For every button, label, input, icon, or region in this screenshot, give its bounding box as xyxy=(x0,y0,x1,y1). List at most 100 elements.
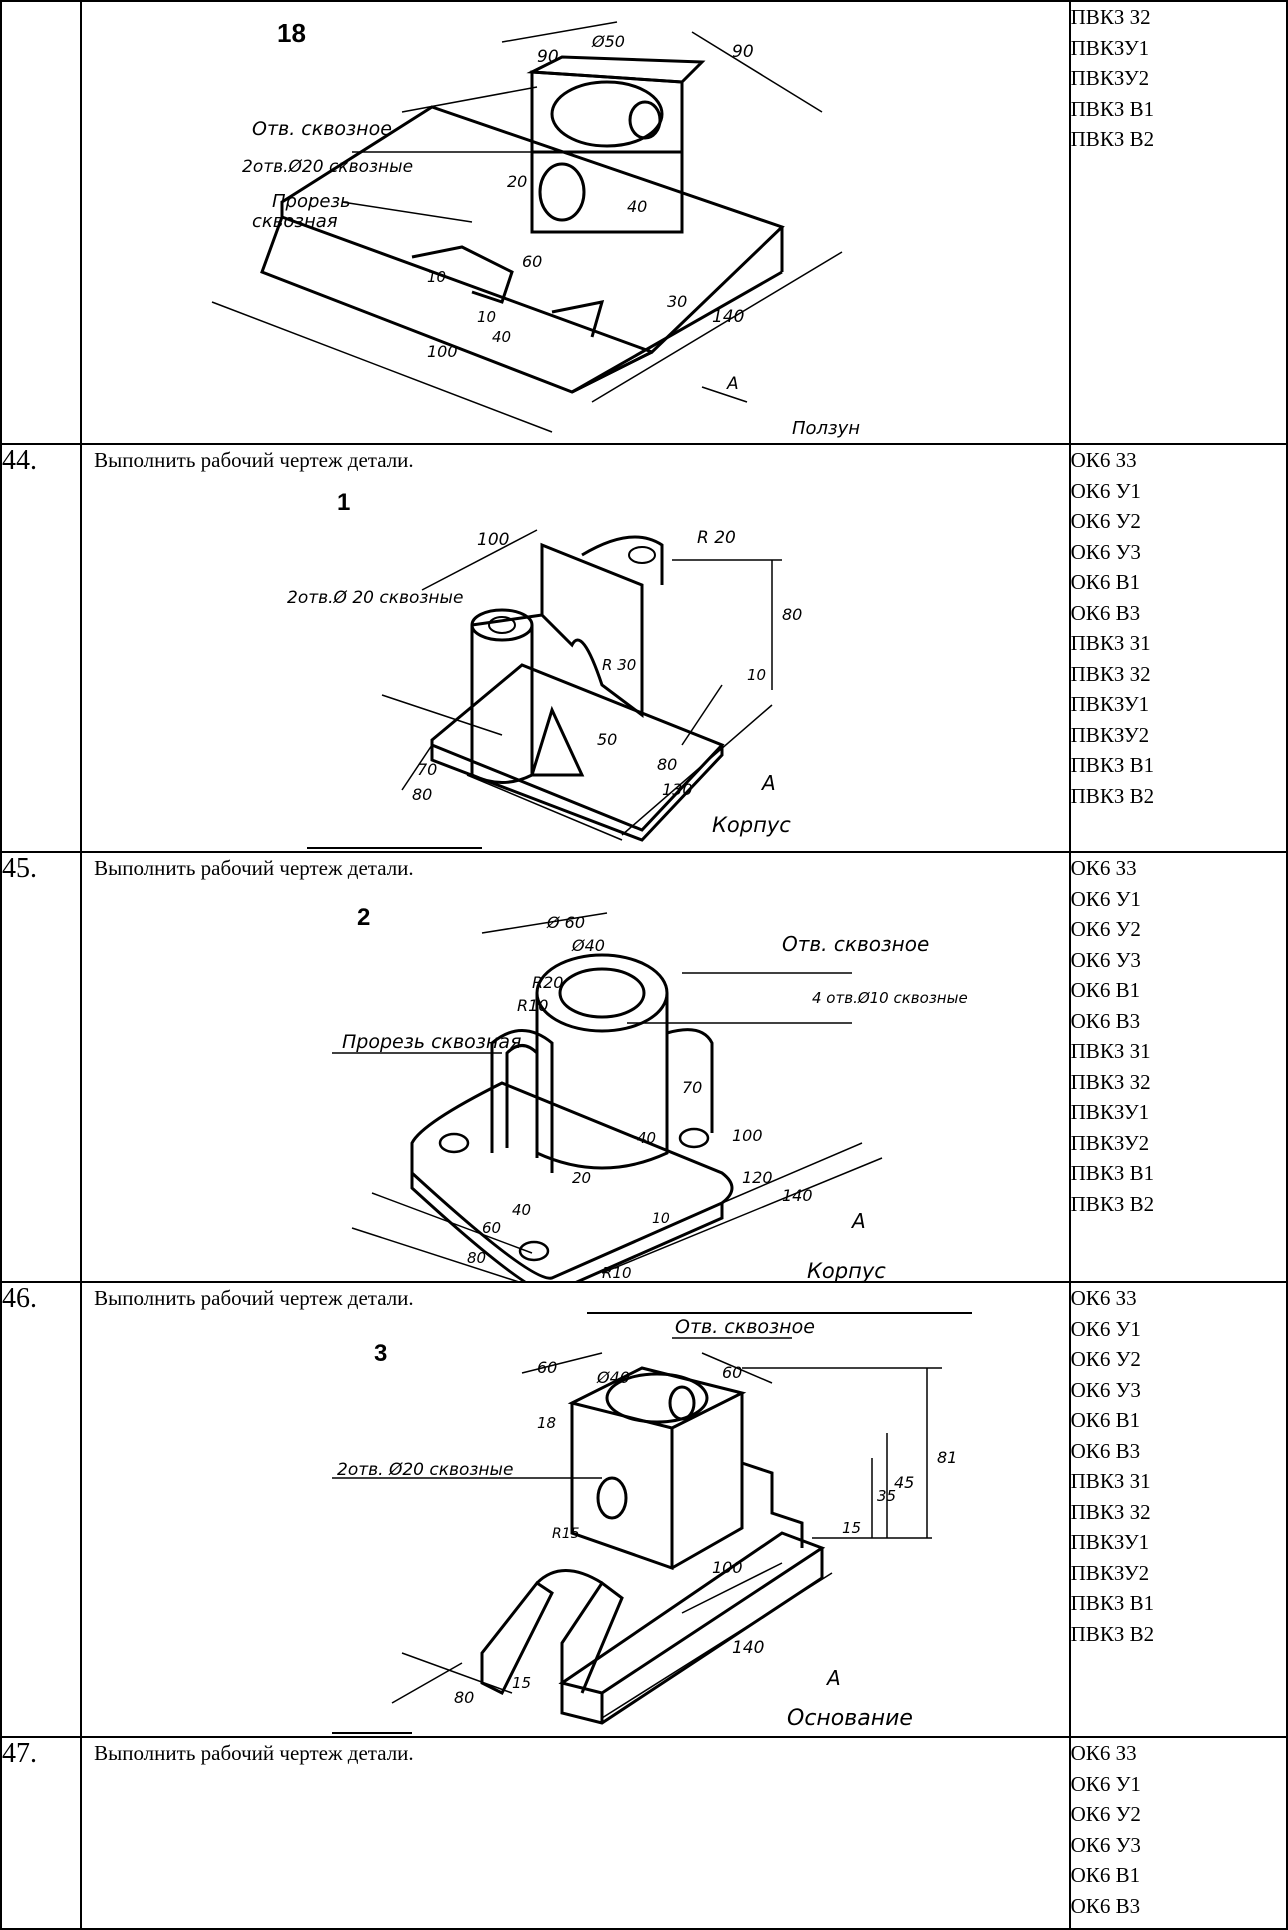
code-item: ПВКЗУ2 xyxy=(1070,1130,1150,1155)
drawing-slider: 18 Отв. сквозное 2отв.Ø20 сквозные Проре… xyxy=(211,18,860,439)
code-item: ПВКЗ В2 xyxy=(1070,783,1155,808)
part-name: Ползун xyxy=(792,418,860,439)
code-item: ПВКЗ З1 xyxy=(1070,1469,1151,1493)
code-item: ПВКЗ В2 xyxy=(1070,127,1155,151)
annotation: Прорезь xyxy=(272,191,351,212)
dimension: 30 xyxy=(667,292,687,311)
view-label: A xyxy=(825,1666,841,1690)
table-row: 46. Выполнить рабочий чертеж детали. xyxy=(0,1281,1288,1738)
part-name: Корпус xyxy=(712,813,791,837)
dimension: R10 xyxy=(517,996,548,1015)
code-item: ОК6 В3 xyxy=(1070,1893,1141,1918)
dimension: 10 xyxy=(747,666,766,684)
code-item: ОК6 У2 xyxy=(1070,917,1141,941)
dimension: 60 xyxy=(722,1363,742,1382)
dimension: 100 xyxy=(712,1558,743,1577)
dimension: 45 xyxy=(894,1473,914,1492)
code-item: ОК6 У3 xyxy=(1070,1377,1141,1402)
annotation: Отв. сквозное xyxy=(675,1316,815,1338)
part-name: Основание xyxy=(787,1706,913,1731)
dimension: 100 xyxy=(732,1126,763,1145)
code-item: ПВКЗ В1 xyxy=(1070,1591,1155,1615)
row-number: 46. xyxy=(0,1281,83,1738)
code-item: ПВКЗУ1 xyxy=(1070,1100,1150,1124)
row-content: Выполнить рабочий чертеж детали. xyxy=(80,851,1071,1283)
competency-codes: ОК6 З3 ОК6 У1 ОК6 У2 ОК6 У3 ОК6 В1 ОК6 В… xyxy=(1068,1736,1288,1930)
dimension: 35 xyxy=(877,1487,896,1505)
dimension: 15 xyxy=(512,1674,531,1692)
code-item: ОК6 В1 xyxy=(1070,978,1141,1002)
dimension: 90 xyxy=(537,47,559,67)
dimension: 20 xyxy=(572,1169,591,1187)
code-item: ПВКЗУ1 xyxy=(1070,35,1150,60)
dimension: 80 xyxy=(412,785,432,804)
code-item: ПВКЗ В1 xyxy=(1070,96,1155,121)
view-label: A xyxy=(850,1209,866,1233)
dimension: 18 xyxy=(537,1414,556,1432)
dimension: 80 xyxy=(467,1249,486,1267)
row-number: 47. xyxy=(0,1736,83,1930)
dimension: 60 xyxy=(537,1358,557,1377)
code-item: ОК6 У3 xyxy=(1070,539,1141,564)
code-item: ПВКЗУ2 xyxy=(1070,66,1150,90)
row-number xyxy=(0,0,83,445)
annotation: 2отв.Ø20 сквозные xyxy=(242,157,413,177)
code-item: ПВКЗ З2 xyxy=(1070,661,1151,686)
dimension: 10 xyxy=(427,268,446,286)
dimension: Ø40 xyxy=(596,1368,630,1387)
code-item: ПВКЗУ1 xyxy=(1070,1530,1150,1554)
code-item: ПВКЗ З2 xyxy=(1070,5,1151,29)
dimension: 80 xyxy=(657,755,677,774)
task-text: Выполнить рабочий чертеж детали. xyxy=(94,448,414,472)
dimension: 70 xyxy=(417,760,437,779)
code-item: ОК6 У1 xyxy=(1070,886,1141,911)
code-item: ПВКЗ З2 xyxy=(1070,1499,1151,1524)
task-text: Выполнить рабочий чертеж детали. xyxy=(94,1741,414,1765)
code-item: ПВКЗ В2 xyxy=(1070,1621,1155,1646)
code-item: ОК6 З3 xyxy=(1070,448,1137,472)
code-item: ОК6 У1 xyxy=(1070,1771,1141,1796)
table-row: 18 Отв. сквозное 2отв.Ø20 сквозные Проре… xyxy=(0,0,1288,445)
dimension: 80 xyxy=(782,605,802,624)
code-item: ОК6 У3 xyxy=(1070,1832,1141,1857)
code-item: ОК6 В1 xyxy=(1070,570,1141,594)
part-name: Корпус xyxy=(807,1259,886,1283)
view-label: A xyxy=(760,771,776,795)
code-item: ПВКЗУ2 xyxy=(1070,722,1150,747)
code-item: ОК6 У2 xyxy=(1070,1347,1141,1371)
dimension: 40 xyxy=(627,197,647,216)
dimension: 10 xyxy=(652,1211,670,1227)
dimension: 40 xyxy=(512,1201,531,1219)
code-item: ОК6 У2 xyxy=(1070,1802,1141,1826)
dimension: 40 xyxy=(637,1129,656,1147)
dimension: 15 xyxy=(842,1519,861,1537)
task-text: Выполнить рабочий чертеж детали. xyxy=(94,1286,414,1310)
figure-number: 3 xyxy=(374,1340,387,1367)
dimension: Ø50 xyxy=(591,32,625,51)
competency-codes: ОК6 З3 ОК6 У1 ОК6 У2 ОК6 У3 ОК6 В1 ОК6 В… xyxy=(1068,1281,1288,1738)
dimension: 60 xyxy=(482,1219,501,1237)
code-item: ПВКЗУ1 xyxy=(1070,692,1150,716)
code-item: ОК6 З3 xyxy=(1070,1286,1137,1310)
table-row: 47. Выполнить рабочий чертеж детали. ОК6… xyxy=(0,1736,1288,1930)
dimension: 140 xyxy=(782,1186,813,1205)
dimension: Ø 60 xyxy=(546,913,585,932)
code-item: ОК6 В1 xyxy=(1070,1863,1141,1887)
dimension: 120 xyxy=(742,1168,773,1187)
competency-codes: ПВКЗ З2 ПВКЗУ1 ПВКЗУ2 ПВКЗ В1 ПВКЗ В2 xyxy=(1068,0,1288,445)
code-item: ПВКЗ З1 xyxy=(1070,631,1151,655)
row-content: Выполнить рабочий чертеж детали. xyxy=(80,1281,1071,1738)
annotation: 2отв.Ø 20 сквозные xyxy=(287,588,463,608)
dimension: 80 xyxy=(454,1688,474,1707)
code-item: ОК6 В3 xyxy=(1070,1008,1141,1033)
code-item: ОК6 З3 xyxy=(1070,1741,1137,1765)
figure-number: 18 xyxy=(277,18,306,48)
annotation: 4 отв.Ø10 сквозные xyxy=(812,989,968,1007)
dimension: R 20 xyxy=(697,528,736,548)
code-item: ПВКЗ В1 xyxy=(1070,1161,1155,1185)
annotation: Прорезь сквозная xyxy=(342,1031,521,1053)
code-item: ПВКЗ В1 xyxy=(1070,753,1155,777)
code-item: ОК6 В3 xyxy=(1070,1438,1141,1463)
code-item: ОК6 У3 xyxy=(1070,947,1141,972)
